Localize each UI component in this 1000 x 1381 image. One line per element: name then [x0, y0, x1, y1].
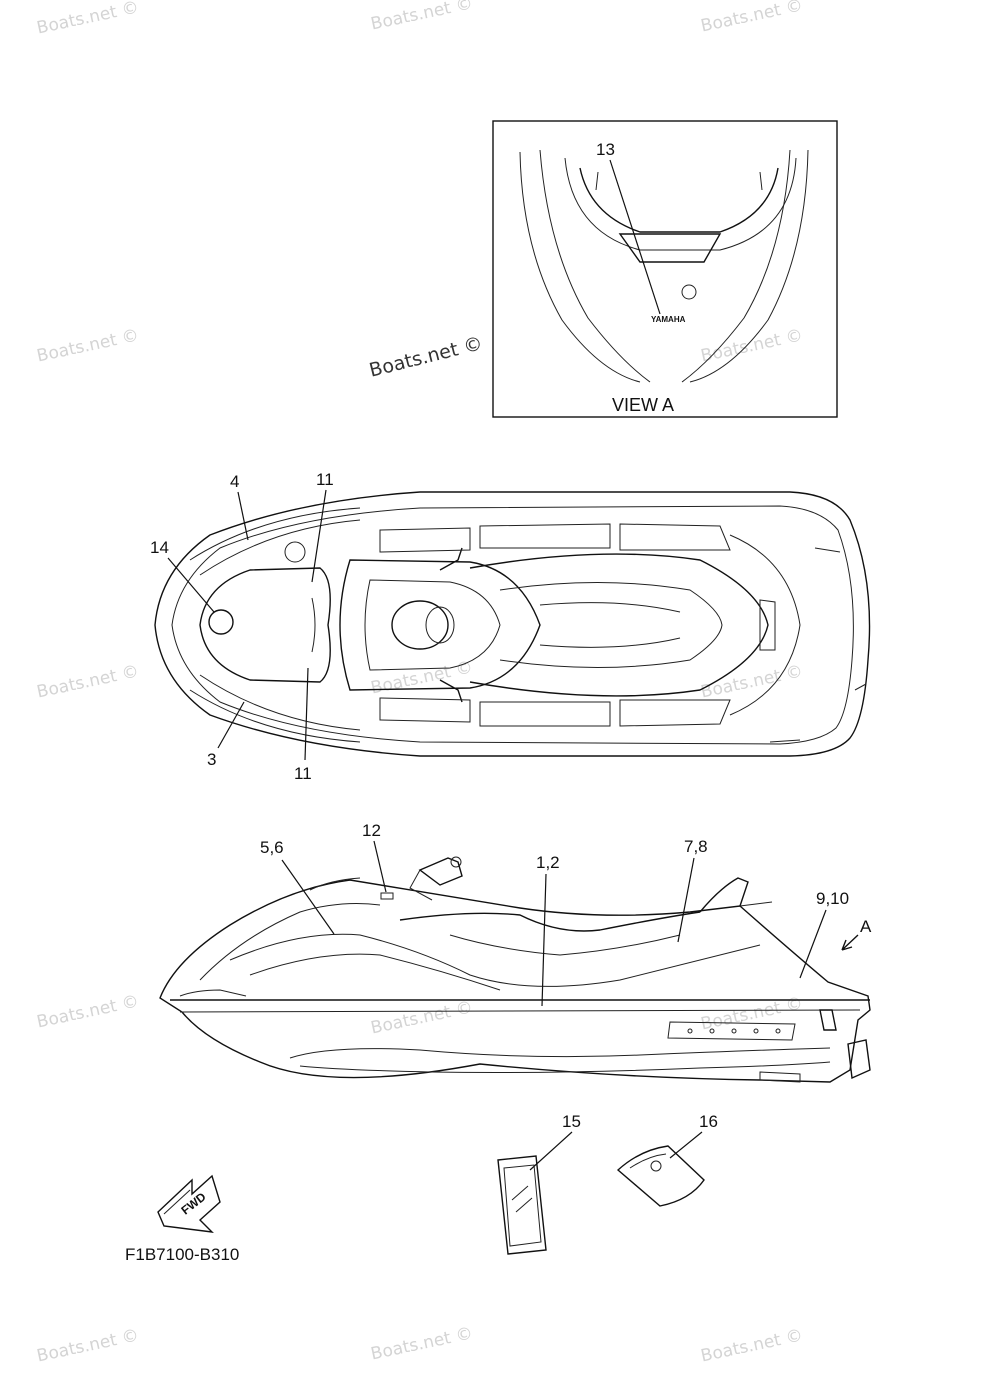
part-code: F1B7100-B310: [125, 1245, 239, 1264]
callout-15: 15: [562, 1112, 581, 1131]
callout-14: 14: [150, 538, 169, 557]
fwd-arrow: FWD: [157, 1174, 221, 1233]
view-a-label: VIEW A: [612, 395, 674, 415]
view-a-marker: A: [860, 917, 872, 936]
callout-7-8: 7,8: [684, 837, 708, 856]
callout-9-10: 9,10: [816, 889, 849, 908]
callout-3: 3: [207, 750, 216, 769]
view-a-panel: YAMAHA 13 VIEW A: [492, 120, 838, 418]
callout-1-2: 1,2: [536, 853, 560, 872]
callout-13: 13: [596, 140, 615, 159]
callout-5-6: 5,6: [260, 838, 284, 857]
callout-11-top: 11: [316, 470, 334, 489]
side-view-watercraft: 12 5,6 1,2 7,8 9,10 A: [159, 821, 872, 1083]
part-15: 15: [497, 1112, 581, 1255]
callout-11-bottom: 11: [294, 764, 312, 783]
callout-12: 12: [362, 821, 381, 840]
top-view-watercraft: 4 11 14 3 11: [150, 470, 871, 783]
part-16: 16: [616, 1112, 718, 1207]
callout-16: 16: [699, 1112, 718, 1131]
callout-4: 4: [230, 472, 239, 491]
fwd-label: FWD: [178, 1189, 208, 1217]
yamaha-decal: YAMAHA: [651, 315, 686, 324]
